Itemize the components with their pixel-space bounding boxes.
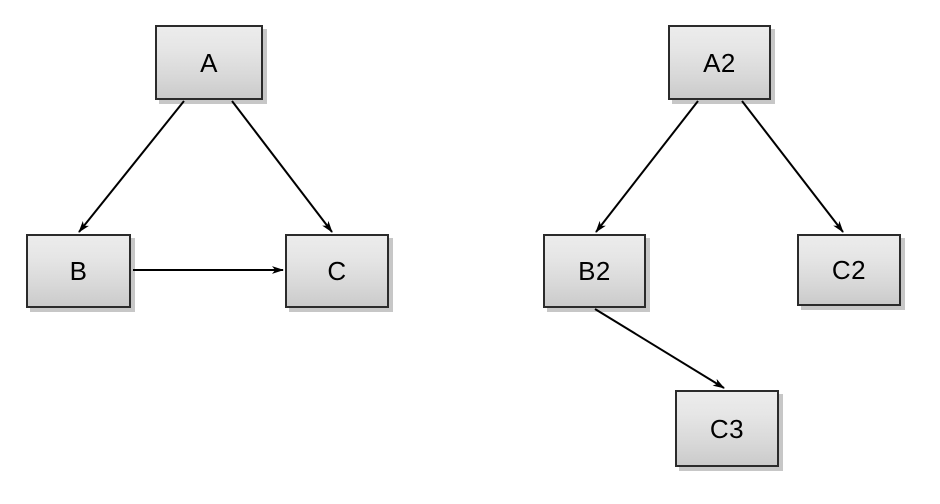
node-b2-label: B2	[578, 256, 611, 286]
node-a2-label: A2	[703, 47, 736, 78]
edge-a-b	[78, 100, 185, 233]
edge-a2-c2	[741, 100, 844, 233]
edge-a2-b2	[595, 100, 699, 233]
node-c[interactable]: C	[285, 234, 389, 308]
node-a-label: A	[200, 47, 218, 78]
node-a2[interactable]: A2	[668, 25, 771, 100]
node-c3[interactable]: C3	[675, 390, 779, 467]
node-c-label: C	[327, 256, 347, 286]
node-c2-label: C2	[831, 255, 867, 285]
node-b2[interactable]: B2	[543, 234, 646, 308]
node-b-label: B	[69, 256, 88, 286]
node-a[interactable]: A	[155, 25, 263, 100]
edge-b2-c3	[594, 308, 725, 389]
node-c3-label: C3	[709, 413, 745, 444]
node-b[interactable]: B	[26, 234, 131, 308]
node-c2[interactable]: C2	[797, 234, 901, 306]
edge-a-c	[231, 100, 333, 233]
